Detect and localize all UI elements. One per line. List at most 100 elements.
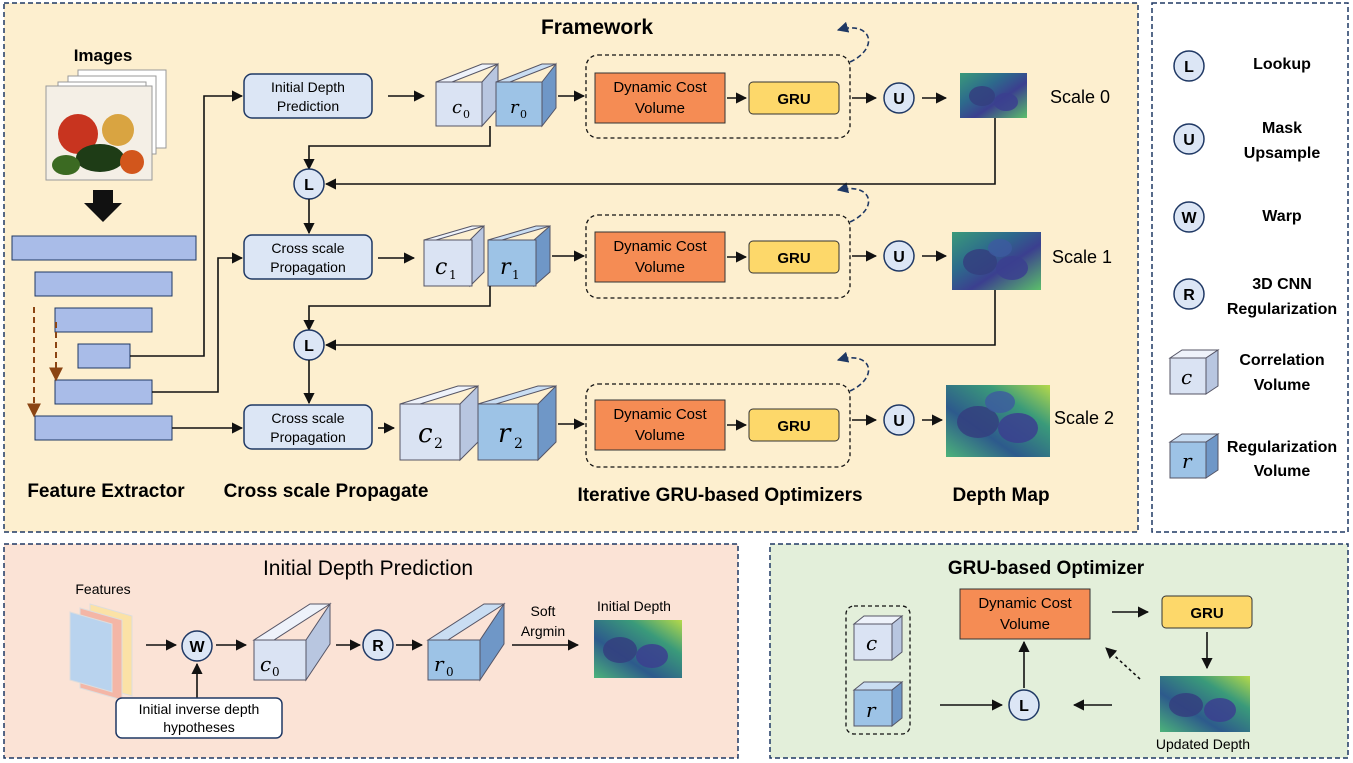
svg-text:L: L [304,177,314,194]
subscript: 1 [512,268,520,282]
svg-text:GRU: GRU [1190,605,1223,622]
feature-bar [11,235,197,261]
down-arrow-icon [84,190,122,222]
depth-map-scale-0 [960,73,1027,118]
feature-extractor-label: Feature Extractor [27,481,185,502]
input-images [45,69,167,181]
subscript: 2 [434,436,443,452]
scale-label: Scale 1 [1052,247,1112,267]
regularization-volume-1: r 1 [487,224,551,288]
svg-text:Volume: Volume [1254,377,1311,394]
svg-text:Mask: Mask [1262,120,1302,137]
depth-map-label: Depth Map [952,485,1049,506]
box-label: Cross scale [271,240,344,256]
svg-text:Regularization: Regularization [1227,301,1337,318]
svg-text:U: U [893,249,905,266]
box-label: Dynamic Cost [613,406,707,423]
svg-text:W: W [189,639,205,656]
gru-opt-regularization-volume: r [852,680,904,728]
optimizer-scale-0: Dynamic Cost Volume GRU [585,21,870,139]
gru-opt-correlation-volume: c [852,614,904,662]
loop-arrow [836,21,870,63]
svg-text:Correlation: Correlation [1239,352,1324,369]
r-symbol: r [498,419,512,449]
svg-text:U: U [893,91,905,108]
initial-depth-label: Initial Depth [597,598,671,614]
upsample-node: U [883,82,915,114]
svg-text:Upsample: Upsample [1244,145,1321,162]
feature-maps [69,603,133,701]
subscript: 1 [449,268,457,282]
svg-text:c: c [866,631,877,655]
depth-map-scale-1 [952,232,1041,290]
subscript: 2 [514,436,523,452]
gru-opt-lookup-node: L [1008,689,1040,721]
dotted-feedback-arrow [1105,647,1141,680]
svg-text:c: c [260,652,271,676]
legend-lookup: L Lookup [1173,50,1311,82]
svg-text:r: r [866,698,877,722]
r-symbol: r [510,97,520,118]
idp-correlation-volume: c 0 [252,602,332,682]
svg-text:R: R [1183,287,1195,304]
correlation-volume-1: c 1 [423,224,485,288]
subscript: 0 [520,108,527,121]
optimizer-scale-2: Dynamic Cost Volume GRU [585,351,870,468]
box-label: Volume [635,259,685,276]
r-symbol: r [500,255,512,280]
feedback-arrow [324,290,996,351]
svg-text:0: 0 [446,665,454,679]
lookup-node: L [293,168,325,200]
warp-node: W [181,630,213,662]
box-label: Prediction [277,98,339,114]
correlation-volume-2: c 2 [399,384,479,462]
idp-regularization-volume: r 0 [426,602,506,682]
box-label: Dynamic Cost [613,79,707,96]
feature-extractor [11,235,197,441]
legend-upsample: U Mask Upsample [1173,120,1321,162]
svg-text:0: 0 [272,665,280,679]
updated-depth-map [1160,676,1250,732]
box-label: Volume [635,427,685,444]
images-label: Images [74,46,133,65]
upsample-node: U [883,240,915,272]
svg-text:r: r [1182,449,1193,473]
c-symbol: c [452,97,462,118]
svg-text:hypotheses: hypotheses [163,719,235,735]
svg-text:U: U [893,413,905,430]
gru-optimizer-title: GRU-based Optimizer [948,558,1145,579]
feature-bar [54,379,153,405]
dynamic-cost-volume-box [594,399,726,451]
optimizer-scale-1: Dynamic Cost Volume GRU [585,182,870,299]
initial-depth-prediction-box: Initial Depth Prediction [243,73,373,119]
box-label: Volume [635,100,685,117]
gru-opt-gru-box: GRU [1161,595,1253,629]
scale-label: Scale 0 [1050,87,1110,107]
hypotheses-box: Initial inverse depth hypotheses [115,697,283,739]
gru-label: GRU [777,418,810,435]
connector-arrow [303,126,491,171]
feedback-arrow [324,118,996,190]
lookup-node: L [293,329,325,361]
c-symbol: c [435,255,447,280]
cross-scale-label: Cross scale Propagate [224,481,429,502]
framework-title: Framework [541,16,653,39]
gru-label: GRU [777,91,810,108]
svg-text:Dynamic Cost: Dynamic Cost [978,595,1072,612]
svg-text:Volume: Volume [1254,463,1311,480]
upsample-node: U [883,404,915,436]
legend-correlation-volume: c Correlation Volume [1168,349,1325,395]
svg-text:U: U [1183,132,1195,149]
svg-text:W: W [1181,210,1197,227]
svg-text:R: R [372,638,384,655]
legend-warp: W Warp [1173,201,1302,233]
svg-text:c: c [1181,365,1192,389]
box-label: Dynamic Cost [613,238,707,255]
loop-arrow [836,182,870,223]
svg-text:r: r [434,652,445,676]
features-label: Features [75,581,130,597]
subscript: 0 [463,108,470,121]
box-label: Propagation [270,259,346,275]
regularization-volume-2: r 2 [477,384,557,462]
